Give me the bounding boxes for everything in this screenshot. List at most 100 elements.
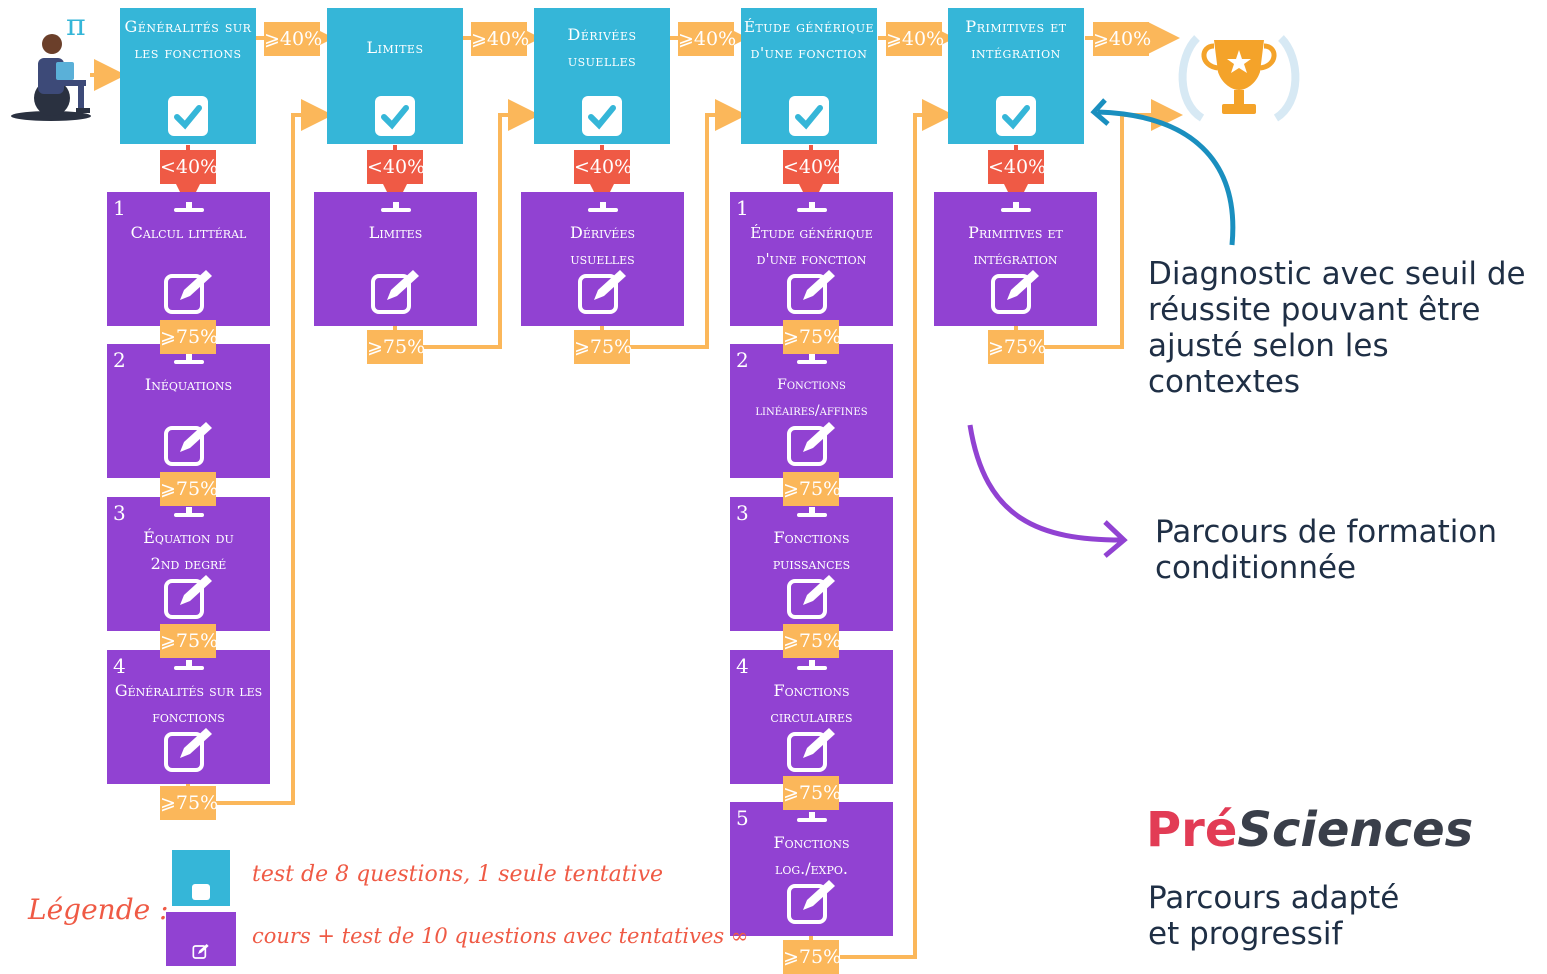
course-number: 4	[113, 654, 126, 678]
diagnostic-title: Généralités sur les fonctions	[124, 17, 252, 62]
edit-icon	[370, 270, 419, 314]
course-marker	[173, 507, 204, 517]
course-marker	[173, 354, 204, 364]
edit-icon	[786, 728, 835, 772]
brand-tagline: Parcours adapté et progressif	[1148, 880, 1400, 952]
course-title: Fonctions linéaires/affines	[755, 377, 868, 419]
diagnostic-title: Étude générique d'une fonction	[743, 18, 875, 62]
course-pass-tag: ⩾75%	[783, 776, 841, 810]
diagnostic-box: Primitives et intégration	[948, 8, 1084, 144]
course-marker	[173, 202, 204, 212]
pass-tag: ⩾40%	[678, 22, 736, 56]
brand-name-a: Pré	[1146, 802, 1238, 858]
course-box: 2 Inéquations	[107, 344, 270, 478]
course-box: 3 Équation du 2nd degré	[107, 497, 270, 631]
course-pass-tag: ⩾75%	[783, 624, 841, 658]
pass-tag: ⩾40%	[471, 22, 529, 56]
course-pass-tag: ⩾75%	[160, 320, 218, 354]
edit-icon	[163, 575, 212, 619]
edit-icon	[786, 270, 835, 314]
person-reading-icon	[11, 34, 91, 121]
course-marker	[796, 354, 827, 364]
edit-icon	[786, 422, 835, 466]
check-icon	[582, 96, 622, 136]
course-box: 1 Étude générique d'une fonction	[730, 192, 893, 326]
pass-tag: ⩾40%	[1093, 22, 1151, 56]
course-pass-tag: ⩾75%	[160, 472, 218, 506]
check-icon	[789, 96, 829, 136]
diagnostic-annotation: Diagnostic avec seuil de réussite pouvan…	[1148, 256, 1526, 400]
course-pass-tag: ⩾75%	[783, 320, 841, 354]
course-title: Primitives et intégration	[968, 223, 1063, 268]
brand-logo: PréSciences	[1146, 802, 1473, 858]
course-title: Équation du 2nd degré	[143, 528, 234, 573]
course-title: Limites	[368, 223, 423, 242]
course-box: 4 Fonctions circulaires	[730, 650, 893, 784]
edit-icon	[786, 880, 835, 924]
legend-course-swatch	[166, 912, 236, 966]
fail-tag: <40%	[160, 150, 218, 184]
course-number: 4	[736, 654, 749, 678]
pass-tag: ⩾40%	[264, 22, 322, 56]
edit-icon	[192, 944, 209, 959]
check-icon	[996, 96, 1036, 136]
course-title: Étude générique d'une fonction	[750, 224, 873, 268]
course-box: 1 Calcul littéral	[107, 192, 270, 326]
check-icon	[192, 884, 210, 900]
course-number: 3	[736, 501, 749, 525]
course-number: 2	[736, 348, 749, 372]
diagnostic-box: Généralités sur les fonctions	[120, 8, 256, 144]
edit-icon	[163, 422, 212, 466]
course-title: Calcul littéral	[130, 223, 247, 242]
legend-diagnostic-desc: test de 8 questions, 1 seule tentative	[252, 862, 664, 887]
course-box: 4 Généralités sur les fonctions	[107, 650, 270, 784]
course-marker	[1000, 202, 1031, 212]
legend-label: Légende :	[28, 893, 169, 926]
edit-icon	[786, 575, 835, 619]
check-icon	[375, 96, 415, 136]
diagnostic-title: Dérivées usuelles	[567, 25, 637, 70]
course-title: Généralités sur les fonctions	[114, 681, 263, 726]
course-pass-tag: ⩾75%	[783, 940, 841, 974]
course-number: 3	[113, 501, 126, 525]
course-box: Primitives et intégration	[934, 192, 1097, 326]
course-box: Dérivées usuelles	[521, 192, 684, 326]
diagnostic-title: Primitives et intégration	[965, 17, 1067, 62]
course-pass-tag: ⩾75%	[160, 786, 218, 820]
course-box: Limites	[314, 192, 477, 326]
course-title: Fonctions circulaires	[770, 681, 853, 726]
fail-tag: <40%	[574, 150, 632, 184]
course-title: Fonctions puissances	[772, 528, 851, 573]
course-marker	[796, 507, 827, 517]
edit-icon	[577, 270, 626, 314]
pass-tag: ⩾40%	[886, 22, 944, 56]
course-number: 2	[113, 348, 126, 372]
course-number: 1	[113, 196, 126, 220]
legend-diagnostic-swatch	[172, 850, 230, 906]
course-title: Fonctions log./expo.	[773, 833, 850, 878]
course-title: Inéquations	[144, 375, 233, 394]
course-number: 5	[736, 806, 749, 830]
diagnostic-box: Dérivées usuelles	[534, 8, 670, 144]
course-marker	[380, 202, 411, 212]
course-pass-tag: ⩾75%	[160, 624, 218, 658]
course-pass-tag: ⩾75%	[783, 472, 841, 506]
course-pass-tag: ⩾75%	[988, 330, 1046, 364]
trophy-icon	[1178, 35, 1300, 122]
check-icon	[168, 96, 208, 136]
course-marker	[796, 202, 827, 212]
brand-name-b: Sciences	[1237, 802, 1474, 858]
course-pass-tag: ⩾75%	[367, 330, 425, 364]
course-marker	[587, 202, 618, 212]
course-box: 5 Fonctions log./expo.	[730, 802, 893, 936]
course-marker	[796, 660, 827, 670]
diagnostic-box: Limites	[327, 8, 463, 144]
pi-icon: π	[66, 8, 86, 43]
diagnostic-title: Limites	[366, 38, 424, 57]
legend-course-desc: cours + test de 10 questions avec tentat…	[252, 924, 749, 948]
course-number: 1	[736, 196, 749, 220]
fail-tag: <40%	[783, 150, 841, 184]
course-marker	[796, 812, 827, 822]
course-marker	[173, 660, 204, 670]
parcours-annotation: Parcours de formation conditionnée	[1155, 514, 1498, 586]
